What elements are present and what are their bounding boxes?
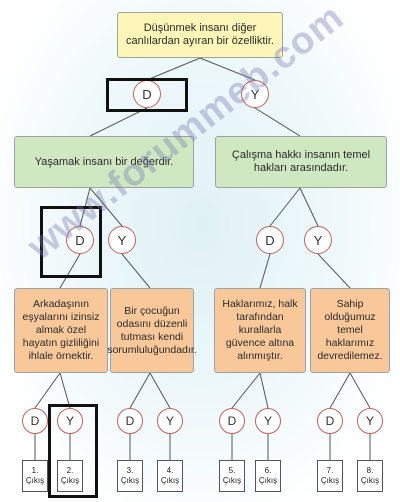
exit-number: 3. (126, 466, 134, 475)
root-statement-text: Düşünmek insanı diğer canlılardan ayıran… (126, 22, 274, 47)
exit-number: 7. (326, 466, 334, 475)
statement-box-level4-4: Sahip olduğumuz temel haklarımız devredi… (310, 288, 390, 373)
answer-circle-level5-7[interactable]: D (317, 408, 343, 434)
answer-circle-level3-4[interactable]: Y (304, 226, 332, 254)
answer-circle-level5-3[interactable]: D (117, 408, 143, 434)
answer-label: D (125, 414, 135, 428)
exit-label: Çıkış (360, 476, 380, 485)
exit-box-8[interactable]: 8.Çıkış (357, 460, 383, 492)
answer-label: Y (117, 232, 127, 248)
exit-number: 4. (166, 466, 174, 475)
highlight-box-level3 (40, 206, 102, 278)
answer-label: Y (263, 414, 272, 428)
answer-y-label: Y (250, 86, 260, 102)
answer-circle-level5-5[interactable]: D (219, 408, 245, 434)
exit-number: 2. (66, 466, 74, 475)
answer-label: D (75, 232, 85, 248)
answer-circle-level5-4[interactable]: Y (157, 408, 183, 434)
exit-box-3[interactable]: 3.Çıkış (117, 460, 143, 492)
highlight-box-exit (48, 404, 98, 498)
answer-y-circle-level1[interactable]: Y (241, 80, 269, 108)
statement-box-level4-1: Arkadaşının eşyalarını izinsiz almak öze… (14, 288, 108, 373)
exit-number: 6. (264, 466, 272, 475)
statement-text-level4-3: Haklarımız, halk tarafından kurallarla g… (222, 298, 298, 362)
answer-circle-level3-2[interactable]: Y (108, 226, 136, 254)
answer-label: Y (313, 232, 323, 248)
statement-box-level2-right: Çalışma hakkı insanın temel hakları aras… (215, 136, 387, 188)
exit-number: 8. (366, 466, 374, 475)
statement-text-level2-left: Yaşamak insanı bir değerdir. (34, 155, 174, 168)
answer-label: Y (165, 414, 174, 428)
exit-number: 1. (31, 466, 39, 475)
answer-circle-level5-8[interactable]: Y (357, 408, 383, 434)
answer-label: Y (365, 414, 374, 428)
answer-circle-level5-1[interactable]: D (22, 408, 48, 434)
statement-box-level2-left: Yaşamak insanı bir değerdir. (14, 136, 194, 188)
exit-label: Çıkış (320, 476, 340, 485)
answer-label: D (227, 414, 237, 428)
statement-box-level4-3: Haklarımız, halk tarafından kurallarla g… (214, 288, 306, 373)
answer-circle-level5-6[interactable]: Y (255, 408, 281, 434)
statement-text-level2-right: Çalışma hakkı insanın temel hakları aras… (231, 149, 371, 174)
answer-label: D (30, 414, 40, 428)
answer-circle-level5-2[interactable]: Y (57, 408, 83, 434)
exit-label: Çıkış (60, 476, 80, 485)
answer-circle-level3-3[interactable]: D (256, 226, 284, 254)
answer-label: D (325, 414, 335, 428)
statement-text-level4-2: Bir çocuğun odasını düzenli tutması kend… (107, 304, 197, 356)
answer-d-label: D (142, 86, 152, 102)
exit-label: Çıkış (258, 476, 278, 485)
answer-circle-level3-1[interactable]: D (66, 226, 94, 254)
exit-number: 5. (228, 466, 236, 475)
exit-box-5[interactable]: 5.Çıkış (219, 460, 245, 492)
exit-box-6[interactable]: 6.Çıkış (255, 460, 281, 492)
exit-label: Çıkış (160, 476, 180, 485)
statement-text-level4-1: Arkadaşının eşyalarını izinsiz almak öze… (22, 298, 100, 362)
exit-box-7[interactable]: 7.Çıkış (317, 460, 343, 492)
exit-box-2[interactable]: 2.Çıkış (57, 460, 83, 492)
highlight-box-level1 (106, 78, 188, 112)
answer-label: D (265, 232, 275, 248)
exit-label: Çıkış (25, 476, 45, 485)
root-statement-box: Düşünmek insanı diğer canlılardan ayıran… (117, 12, 283, 58)
exit-box-1[interactable]: 1.Çıkış (22, 460, 48, 492)
answer-label: Y (65, 414, 74, 428)
statement-box-level4-2: Bir çocuğun odasını düzenli tutması kend… (107, 288, 197, 373)
answer-d-circle-level1[interactable]: D (133, 80, 161, 108)
statement-text-level4-4: Sahip olduğumuz temel haklarımız devredi… (317, 298, 383, 362)
exit-label: Çıkış (120, 476, 140, 485)
exit-label: Çıkış (222, 476, 242, 485)
exit-box-4[interactable]: 4.Çıkış (157, 460, 183, 492)
